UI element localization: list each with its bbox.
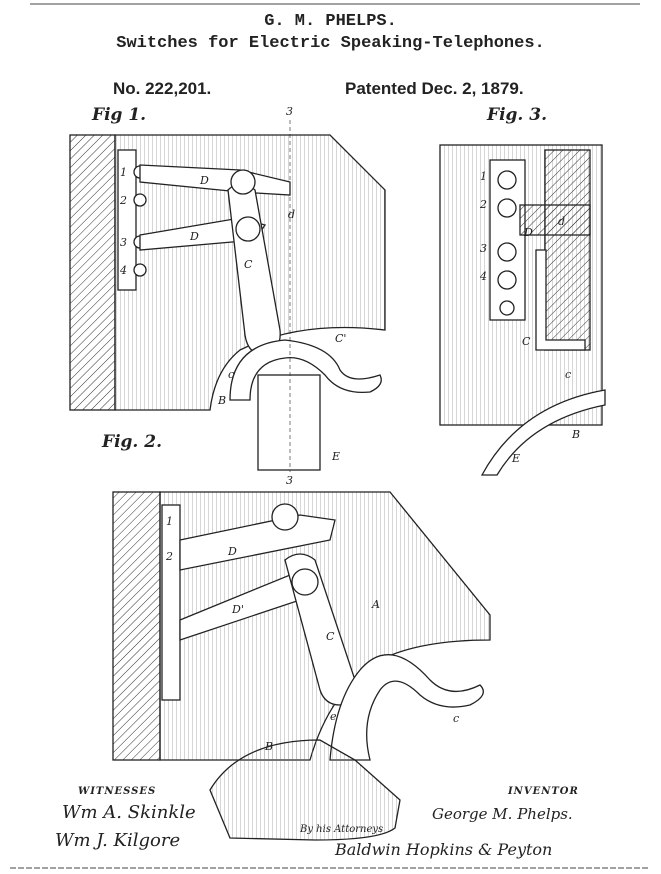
fig2-label-D: D xyxy=(227,545,237,558)
fig1-label-E: E xyxy=(331,450,340,463)
fig3-label-d: d xyxy=(558,215,565,228)
fig1-receiver-E xyxy=(257,374,321,471)
patent-date: Patented Dec. 2, 1879. xyxy=(345,79,524,98)
fig2-wall xyxy=(112,491,161,761)
fig1-label-D2: D xyxy=(189,230,199,243)
patent-title: G. M. PHELPS. xyxy=(264,12,397,31)
attorneys-signature: Baldwin Hopkins & Peyton xyxy=(335,840,553,859)
witness-2-signature: Wm J. Kilgore xyxy=(55,830,181,851)
fig1-hook xyxy=(229,339,382,401)
fig1-screw-1 xyxy=(230,169,256,195)
fig2-label-2: 2 xyxy=(165,550,173,563)
fig2-lower-part-B xyxy=(209,739,401,841)
fig2-label-1: 1 xyxy=(166,515,173,528)
fig1-label-d: d xyxy=(288,208,295,221)
inventor-label: INVENTOR xyxy=(508,786,579,797)
fig2-hook xyxy=(329,654,484,761)
fig3-caption: Fig. 3. xyxy=(487,105,547,125)
fig1-terminal-strip xyxy=(117,149,137,291)
fig3-receiver-E xyxy=(480,389,606,476)
inventor-signature: George M. Phelps. xyxy=(432,805,573,823)
fig2-label-A: A xyxy=(371,598,380,611)
fig3-label-c: c xyxy=(565,368,571,381)
fig3-label-D: D xyxy=(523,226,533,239)
fig2-label-C: C xyxy=(326,630,335,643)
fig3-plate xyxy=(544,149,591,351)
fig3-label-E: E xyxy=(511,452,520,465)
attorneys-label: By his Attorneys xyxy=(300,824,384,835)
witness-1-signature: Wm A. Skinkle xyxy=(62,802,196,823)
fig2-screw-2 xyxy=(291,568,319,596)
fig2-label-B: B xyxy=(264,740,273,753)
patent-subtitle: Switches for Electric Speaking-Telephone… xyxy=(116,34,545,53)
fig3-label-1: 1 xyxy=(480,170,487,183)
fig1-screw-2 xyxy=(235,216,261,242)
fig3-label-3: 3 xyxy=(480,242,487,255)
fig2-drawing: 1 2 D D' C A c e B xyxy=(112,491,491,841)
fig1-label-4: 4 xyxy=(119,264,127,277)
fig3-label-2: 2 xyxy=(479,198,487,211)
fig2-label-e: e xyxy=(330,710,337,723)
fig1-label-section: 3 xyxy=(286,105,293,118)
fig2-label-c: c xyxy=(453,712,459,725)
fig2-caption: Fig. 2. xyxy=(102,432,162,452)
fig1-caption: Fig 1. xyxy=(92,105,147,125)
fig1-drawing: 3 3 1 2 3 4 D D d C C' c B E xyxy=(69,105,386,487)
fig1-label-B: B xyxy=(217,394,226,407)
fig3-label-B: B xyxy=(571,428,580,441)
fig1-label-2: 2 xyxy=(119,194,127,207)
fig1-label-D: D xyxy=(199,174,209,187)
fig1-label-1: 1 xyxy=(120,166,127,179)
fig1-label-3: 3 xyxy=(120,236,127,249)
fig2-terminal-strip xyxy=(161,504,181,701)
fig3-arm-C xyxy=(535,249,586,351)
fig3-label-C: C xyxy=(522,335,531,348)
fig1-label-c: c xyxy=(228,368,234,381)
fig1-label-C-prime: C' xyxy=(335,332,346,345)
fig3-label-4: 4 xyxy=(479,270,487,283)
witnesses-label: WITNESSES xyxy=(78,786,157,797)
fig2-label-D-prime: D' xyxy=(231,603,244,616)
fig1-wall xyxy=(69,134,116,411)
fig1-label-C: C xyxy=(244,258,253,271)
fig1-label-section-bottom: 3 xyxy=(286,474,293,487)
patent-number: No. 222,201. xyxy=(113,79,212,98)
fig2-screw-1 xyxy=(271,503,299,531)
fig3-drawing: 1 2 3 4 d D C c B E xyxy=(439,144,606,476)
